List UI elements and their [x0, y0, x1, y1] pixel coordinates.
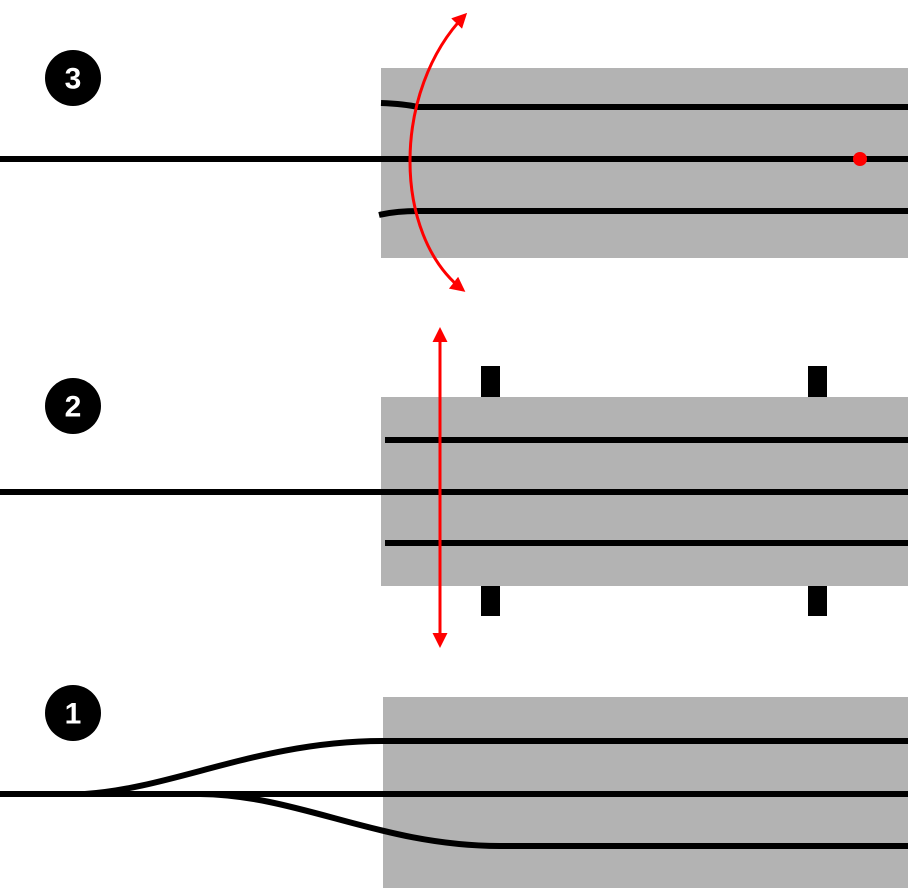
step-badge-3: 3 — [45, 50, 101, 106]
guide-post-top-left — [481, 366, 500, 397]
step-number-1: 1 — [65, 698, 82, 731]
pivot-point-marker — [853, 152, 867, 166]
upper-diverging-track — [84, 738, 908, 797]
guide-post-bottom-left — [481, 586, 500, 616]
panel-step-1: 1 — [0, 685, 908, 888]
lower-diverging-track — [199, 791, 908, 849]
rotation-arrow — [408, 12, 468, 292]
upper-track-curved-end — [380, 100, 908, 110]
lower-track-curved-end — [378, 208, 908, 218]
guide-post-top-right — [808, 366, 827, 397]
step-badge-1: 1 — [45, 685, 101, 741]
step-number-2: 2 — [65, 391, 82, 424]
step-number-3: 3 — [65, 63, 82, 96]
step-badge-2: 2 — [45, 378, 101, 434]
panel-step-2: 2 — [0, 327, 908, 648]
panel-step-3: 3 — [0, 12, 908, 292]
guide-post-bottom-right — [808, 586, 827, 616]
rotating-platform — [381, 68, 908, 258]
